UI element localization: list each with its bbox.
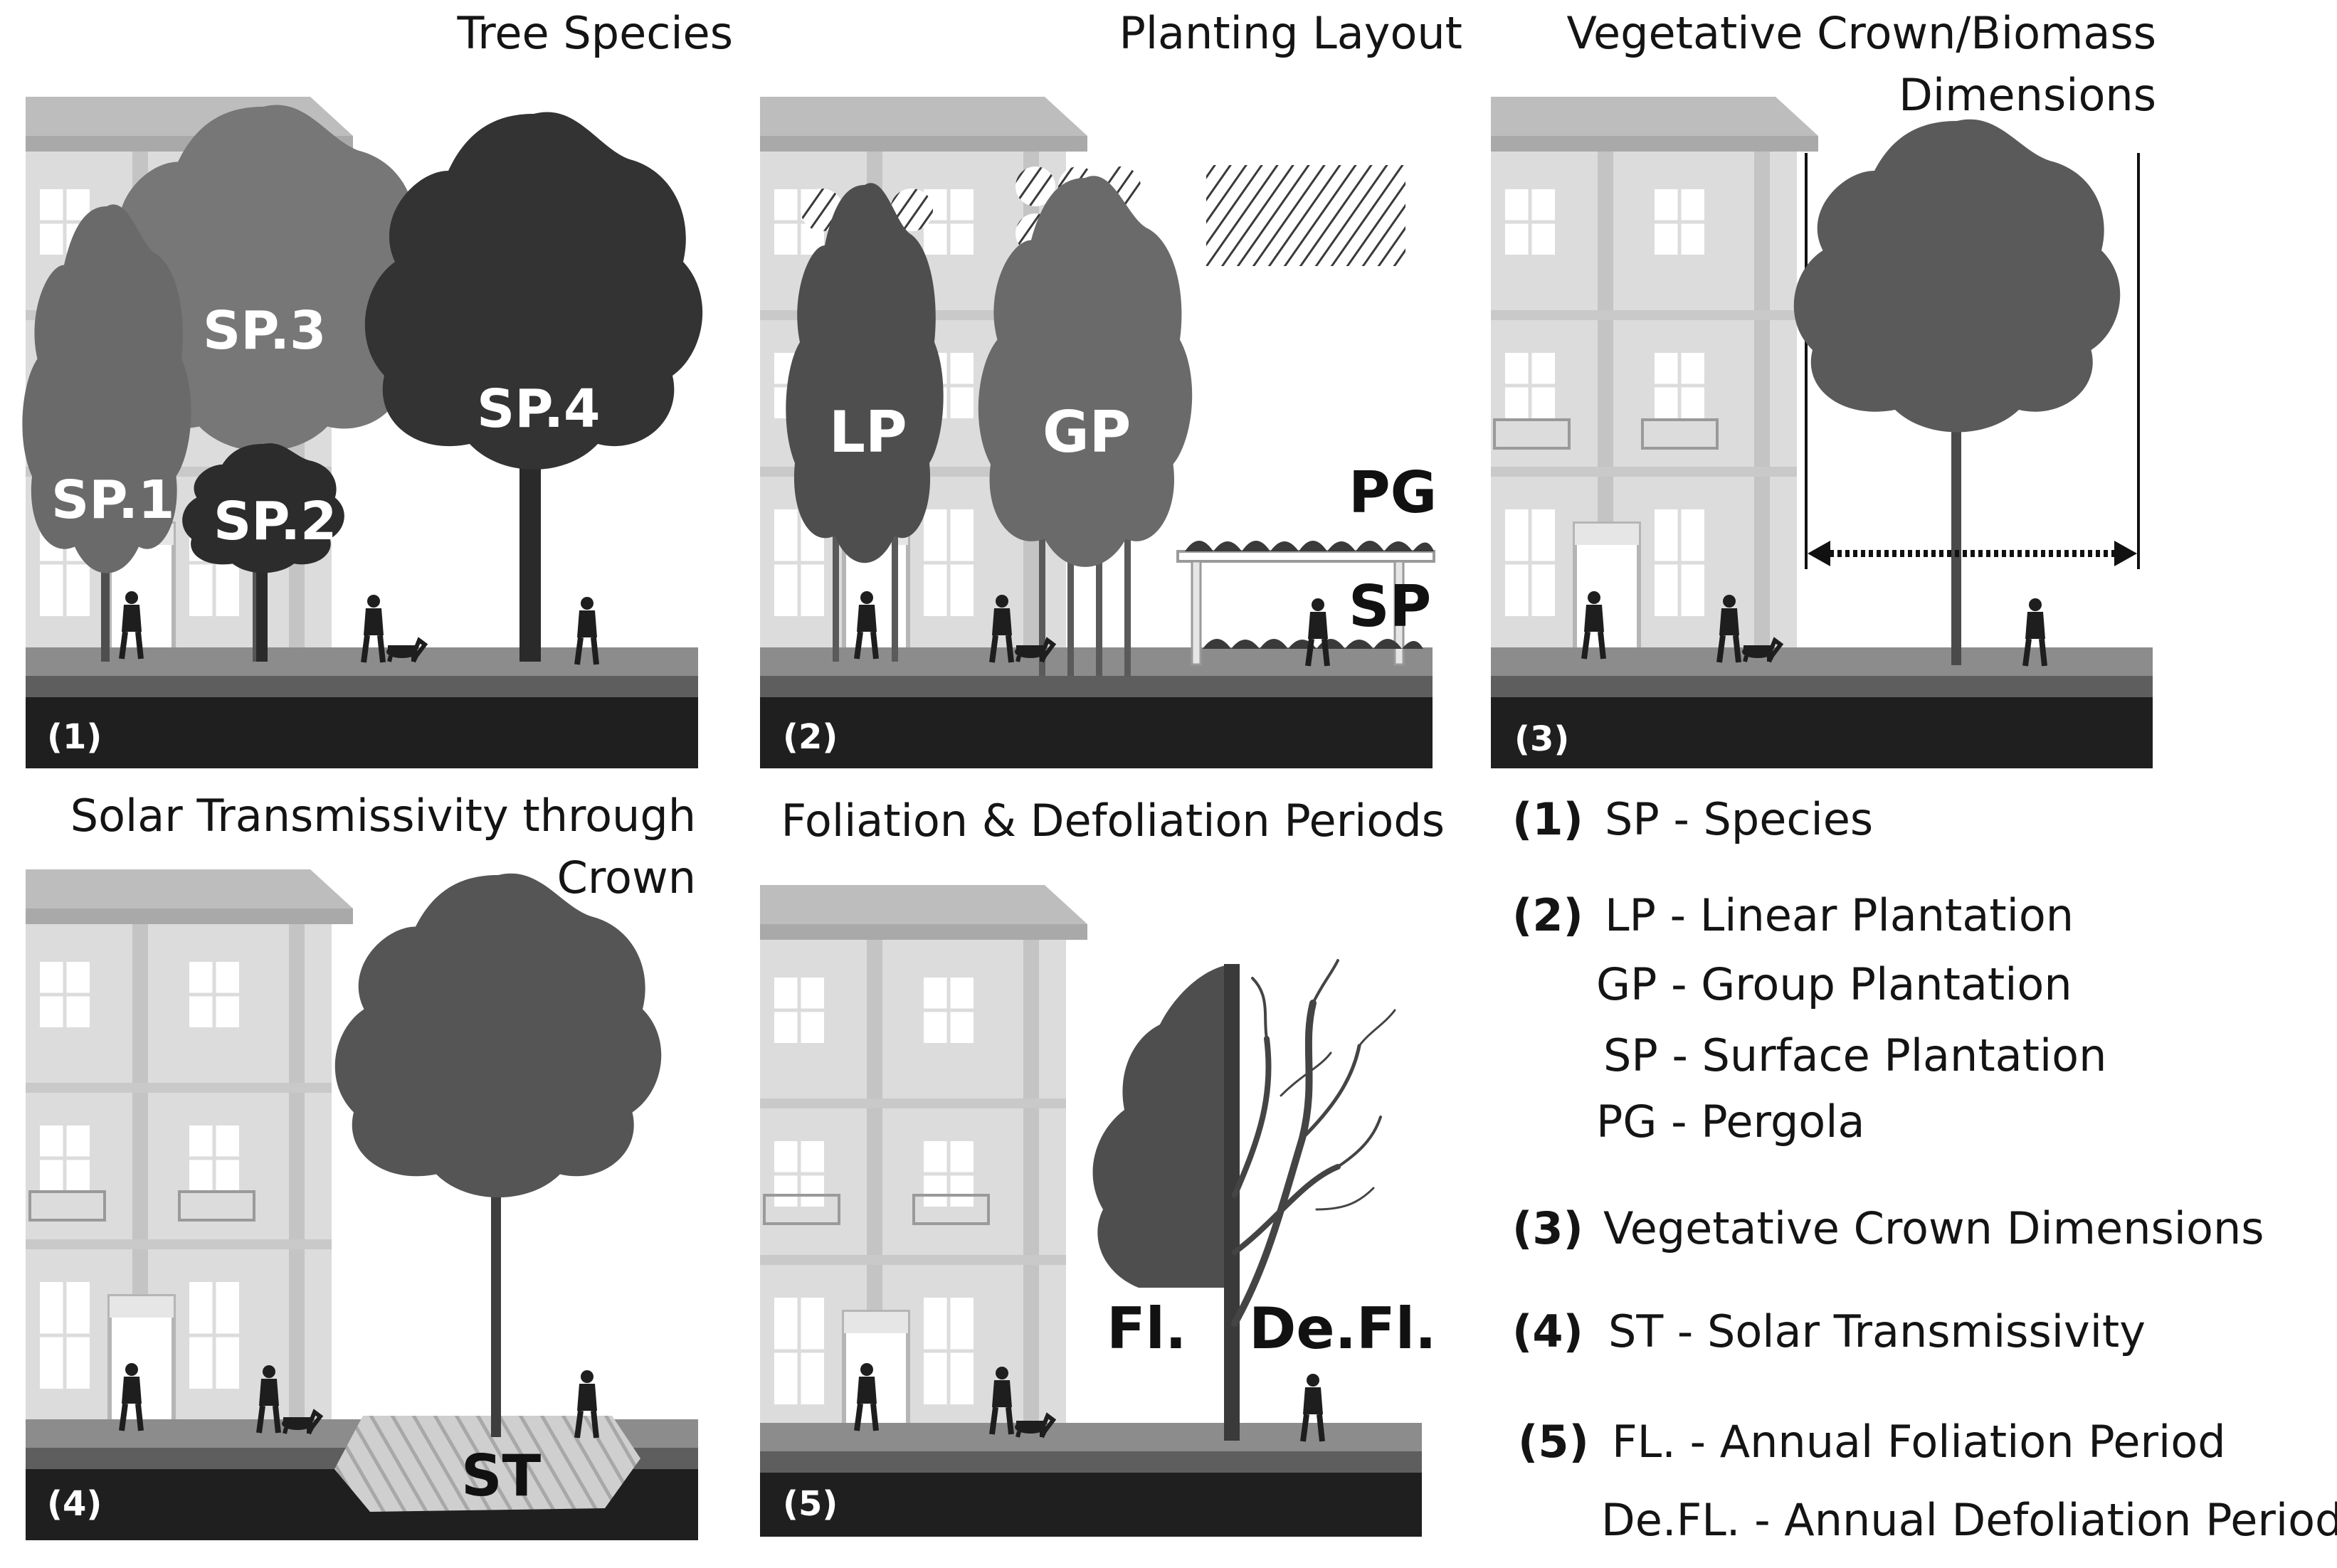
road [760, 697, 1433, 768]
panel-5-title: Foliation & Defoliation Periods [781, 795, 1445, 847]
tree-icon [1793, 119, 2121, 433]
legend-item: SP - Surface Plantation [1603, 1029, 2106, 1081]
bare-branch-icon [1231, 959, 1396, 1327]
legend-item: (2) LP - Linear Plantation [1512, 889, 2074, 941]
legend-text: FL. - Annual Foliation Period [1612, 1416, 2226, 1468]
legend-text: GP - Group Plantation [1596, 958, 2072, 1010]
panel-5-number: (5) [783, 1484, 838, 1524]
panel-3-title-line-2: Dimensions [1899, 69, 2156, 121]
panel-3: (3) [1491, 97, 2153, 768]
legend-tag: (1) [1512, 793, 1583, 845]
layout-label-pg: PG [1349, 460, 1437, 526]
legend-tag: (4) [1512, 1305, 1583, 1357]
road [26, 697, 698, 768]
tree-icon [1092, 964, 1233, 1288]
road [760, 1473, 1422, 1537]
defoliation-label: De.Fl. [1249, 1296, 1437, 1362]
legend-item: De.FL. - Annual Defoliation Period [1601, 1494, 2337, 1546]
legend-item: (4) ST - Solar Transmissivity [1512, 1305, 2146, 1357]
panel-5: Fl. De.Fl. (5) [760, 885, 1437, 1537]
legend-text: SP - Surface Plantation [1603, 1029, 2107, 1081]
legend-text: PG - Pergola [1596, 1096, 1865, 1148]
panel-2-number: (2) [783, 717, 838, 757]
species-label-sp3: SP.3 [203, 300, 327, 361]
legend-text: ST - Solar Transmissivity [1608, 1305, 2146, 1357]
layout-label-sp: SP [1349, 573, 1431, 640]
legend: (1) SP - Species (2) LP - Linear Plantatio… [1512, 793, 2337, 1562]
species-label-sp1: SP.1 [51, 470, 175, 531]
legend-text: LP - Linear Plantation [1605, 889, 2074, 941]
surface-plantation-plan-icon [1206, 165, 1405, 266]
tree-icon [334, 873, 662, 1198]
legend-item: GP - Group Plantation [1596, 958, 2072, 1010]
pergola-icon [1176, 541, 1435, 666]
panel-4: ST (4) [26, 869, 698, 1540]
legend-tag: (3) [1512, 1202, 1583, 1254]
legend-text: De.FL. - Annual Defoliation Period [1601, 1494, 2337, 1546]
panel-4-title-line-2: Crown [557, 852, 696, 904]
foliation-label: Fl. [1107, 1296, 1186, 1362]
panel-4-title-line-1: Solar Transmissivity through [70, 790, 696, 842]
panel-1: SP.1 SP.2 SP.3 SP.4 (1) [22, 97, 703, 768]
legend-text: SP - Species [1605, 793, 1874, 845]
legend-item: (5) FL. - Annual Foliation Period [1518, 1416, 2226, 1468]
building-icon [1491, 97, 1818, 714]
dimension-arrow-icon [1808, 541, 2137, 566]
panel-3-number: (3) [1514, 719, 1569, 759]
layout-label-gp: GP [1043, 399, 1131, 465]
building-icon [26, 869, 353, 1486]
transmissivity-label: ST [461, 1443, 542, 1509]
layout-label-lp: LP [829, 399, 907, 465]
panel-4-number: (4) [47, 1484, 102, 1524]
panel-1-title: Tree Species [457, 7, 734, 59]
legend-item: (1) SP - Species [1512, 793, 1873, 845]
hatch-shadow-icon [334, 1416, 640, 1512]
legend-text: Vegetative Crown Dimensions [1603, 1202, 2264, 1254]
building-icon [760, 885, 1087, 1502]
panel-2: LP GP PG SP (2) [760, 97, 1437, 768]
panel-1-number: (1) [47, 717, 102, 757]
panel-2-title: Planting Layout [1119, 7, 1462, 59]
species-label-sp4: SP.4 [477, 378, 601, 440]
legend-item: (3) Vegetative Crown Dimensions [1512, 1202, 2264, 1254]
legend-tag: (2) [1512, 889, 1583, 941]
species-label-sp2: SP.2 [213, 491, 337, 552]
legend-item: PG - Pergola [1596, 1096, 1864, 1148]
panel-3-title-line-1: Vegetative Crown/Biomass [1566, 7, 2156, 59]
road [1491, 697, 2153, 768]
legend-tag: (5) [1518, 1416, 1589, 1468]
